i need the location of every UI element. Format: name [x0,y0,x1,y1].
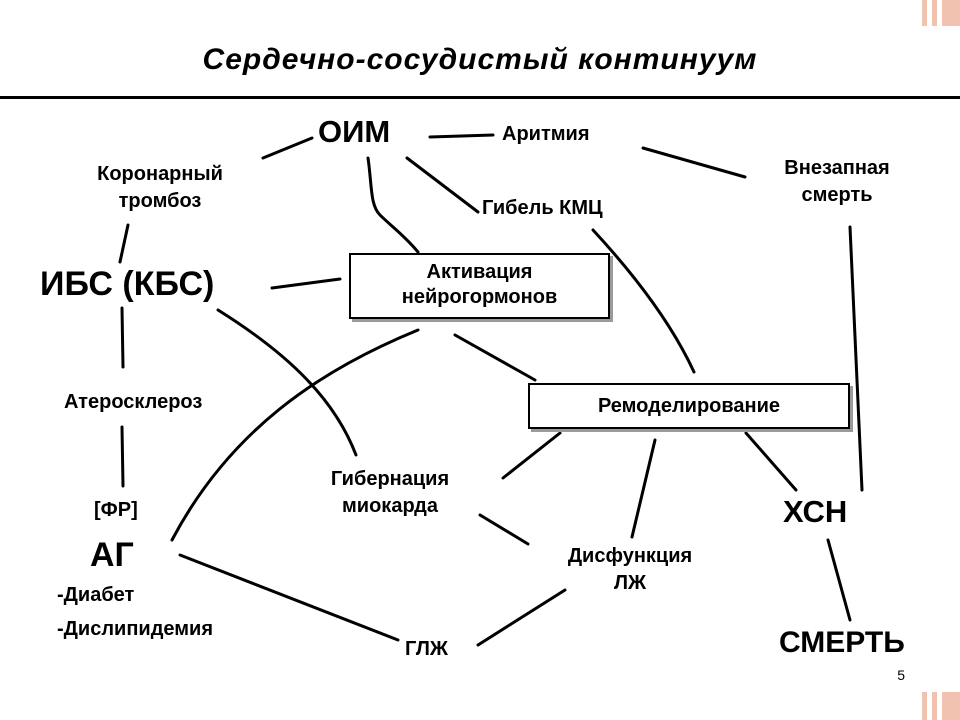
link-ibs-atherosclerosis [120,306,125,369]
link-hibernation-dysfunction [478,513,530,546]
dysfunction-node: Дисфункция ЛЖ [530,543,730,597]
link-remodeling-hibernation [501,431,562,480]
link-oim-activation [366,156,420,254]
link-arrhythmia-sudden [641,146,747,179]
link-oim-kmc [405,156,480,214]
link-activation-remodeling [453,333,537,382]
atherosclerosis-node: Атеросклероз [64,391,203,413]
page-number: 5 [897,667,905,683]
dyslipidemia-item: -Дислипидемия [57,618,214,640]
link-activation-ag [170,328,420,542]
arrhythmia-node: Аритмия [502,123,590,145]
link-atherosclerosis-fr [120,425,125,488]
link-oim-arrhythmia [428,133,495,139]
corner-decoration-top [922,0,960,26]
link-coronary-ibs [118,223,130,264]
dysfunction-line-1: Дисфункция [567,545,693,567]
risk-factors-node: [ФР] [94,499,138,521]
chsn-node: ХСН [783,494,848,529]
coronary-thrombosis-node: Коронарный тромбоз [65,161,255,215]
remodeling-box: Ремоделирование [528,383,850,429]
sudden-line-2: смерть [801,184,873,206]
link-dysfunction-glzh [476,588,567,647]
coronary-line-1: Коронарный [97,163,223,185]
link-sudden-chsn [848,225,864,492]
activation-box: Активация нейрогормонов [349,253,610,319]
oim-node: ОИМ [318,114,391,149]
coronary-line-2: тромбоз [118,190,202,212]
hibernation-line-2: миокарда [342,495,438,517]
link-coronary-oim [261,136,314,160]
hibernation-node: Гибернация миокарда [300,466,480,520]
link-ibs-activation [270,277,342,290]
sudden-line-1: Внезапная [784,157,890,179]
link-ag-glzh [178,553,400,642]
link-remodeling-chsn [744,431,798,492]
link-ibs-hibernation [216,308,358,457]
dysfunction-line-2: ЛЖ [613,572,647,594]
glzh-node: ГЛЖ [405,638,448,660]
kmc-death-node: Гибель КМЦ [482,197,603,219]
remodeling-label: Ремоделирование [597,395,781,417]
activation-line-2: нейрогормонов [401,286,558,308]
title-divider [0,96,960,99]
link-kmc-remodeling [591,228,696,374]
corner-decoration-bottom [922,692,960,720]
hibernation-line-1: Гибернация [330,468,450,490]
ag-node: АГ [90,536,134,574]
ibs-node: ИБС (КБС) [40,265,215,303]
activation-line-1: Активация [426,261,533,283]
death-node: СМЕРТЬ [779,626,905,659]
link-chsn-death [826,538,852,622]
sudden-death-node: Внезапная смерть [752,155,922,209]
diabetes-item: -Диабет [57,584,135,606]
link-remodeling-dysfunction [630,438,657,539]
slide-title: Сердечно-сосудистый континуум [202,43,758,76]
